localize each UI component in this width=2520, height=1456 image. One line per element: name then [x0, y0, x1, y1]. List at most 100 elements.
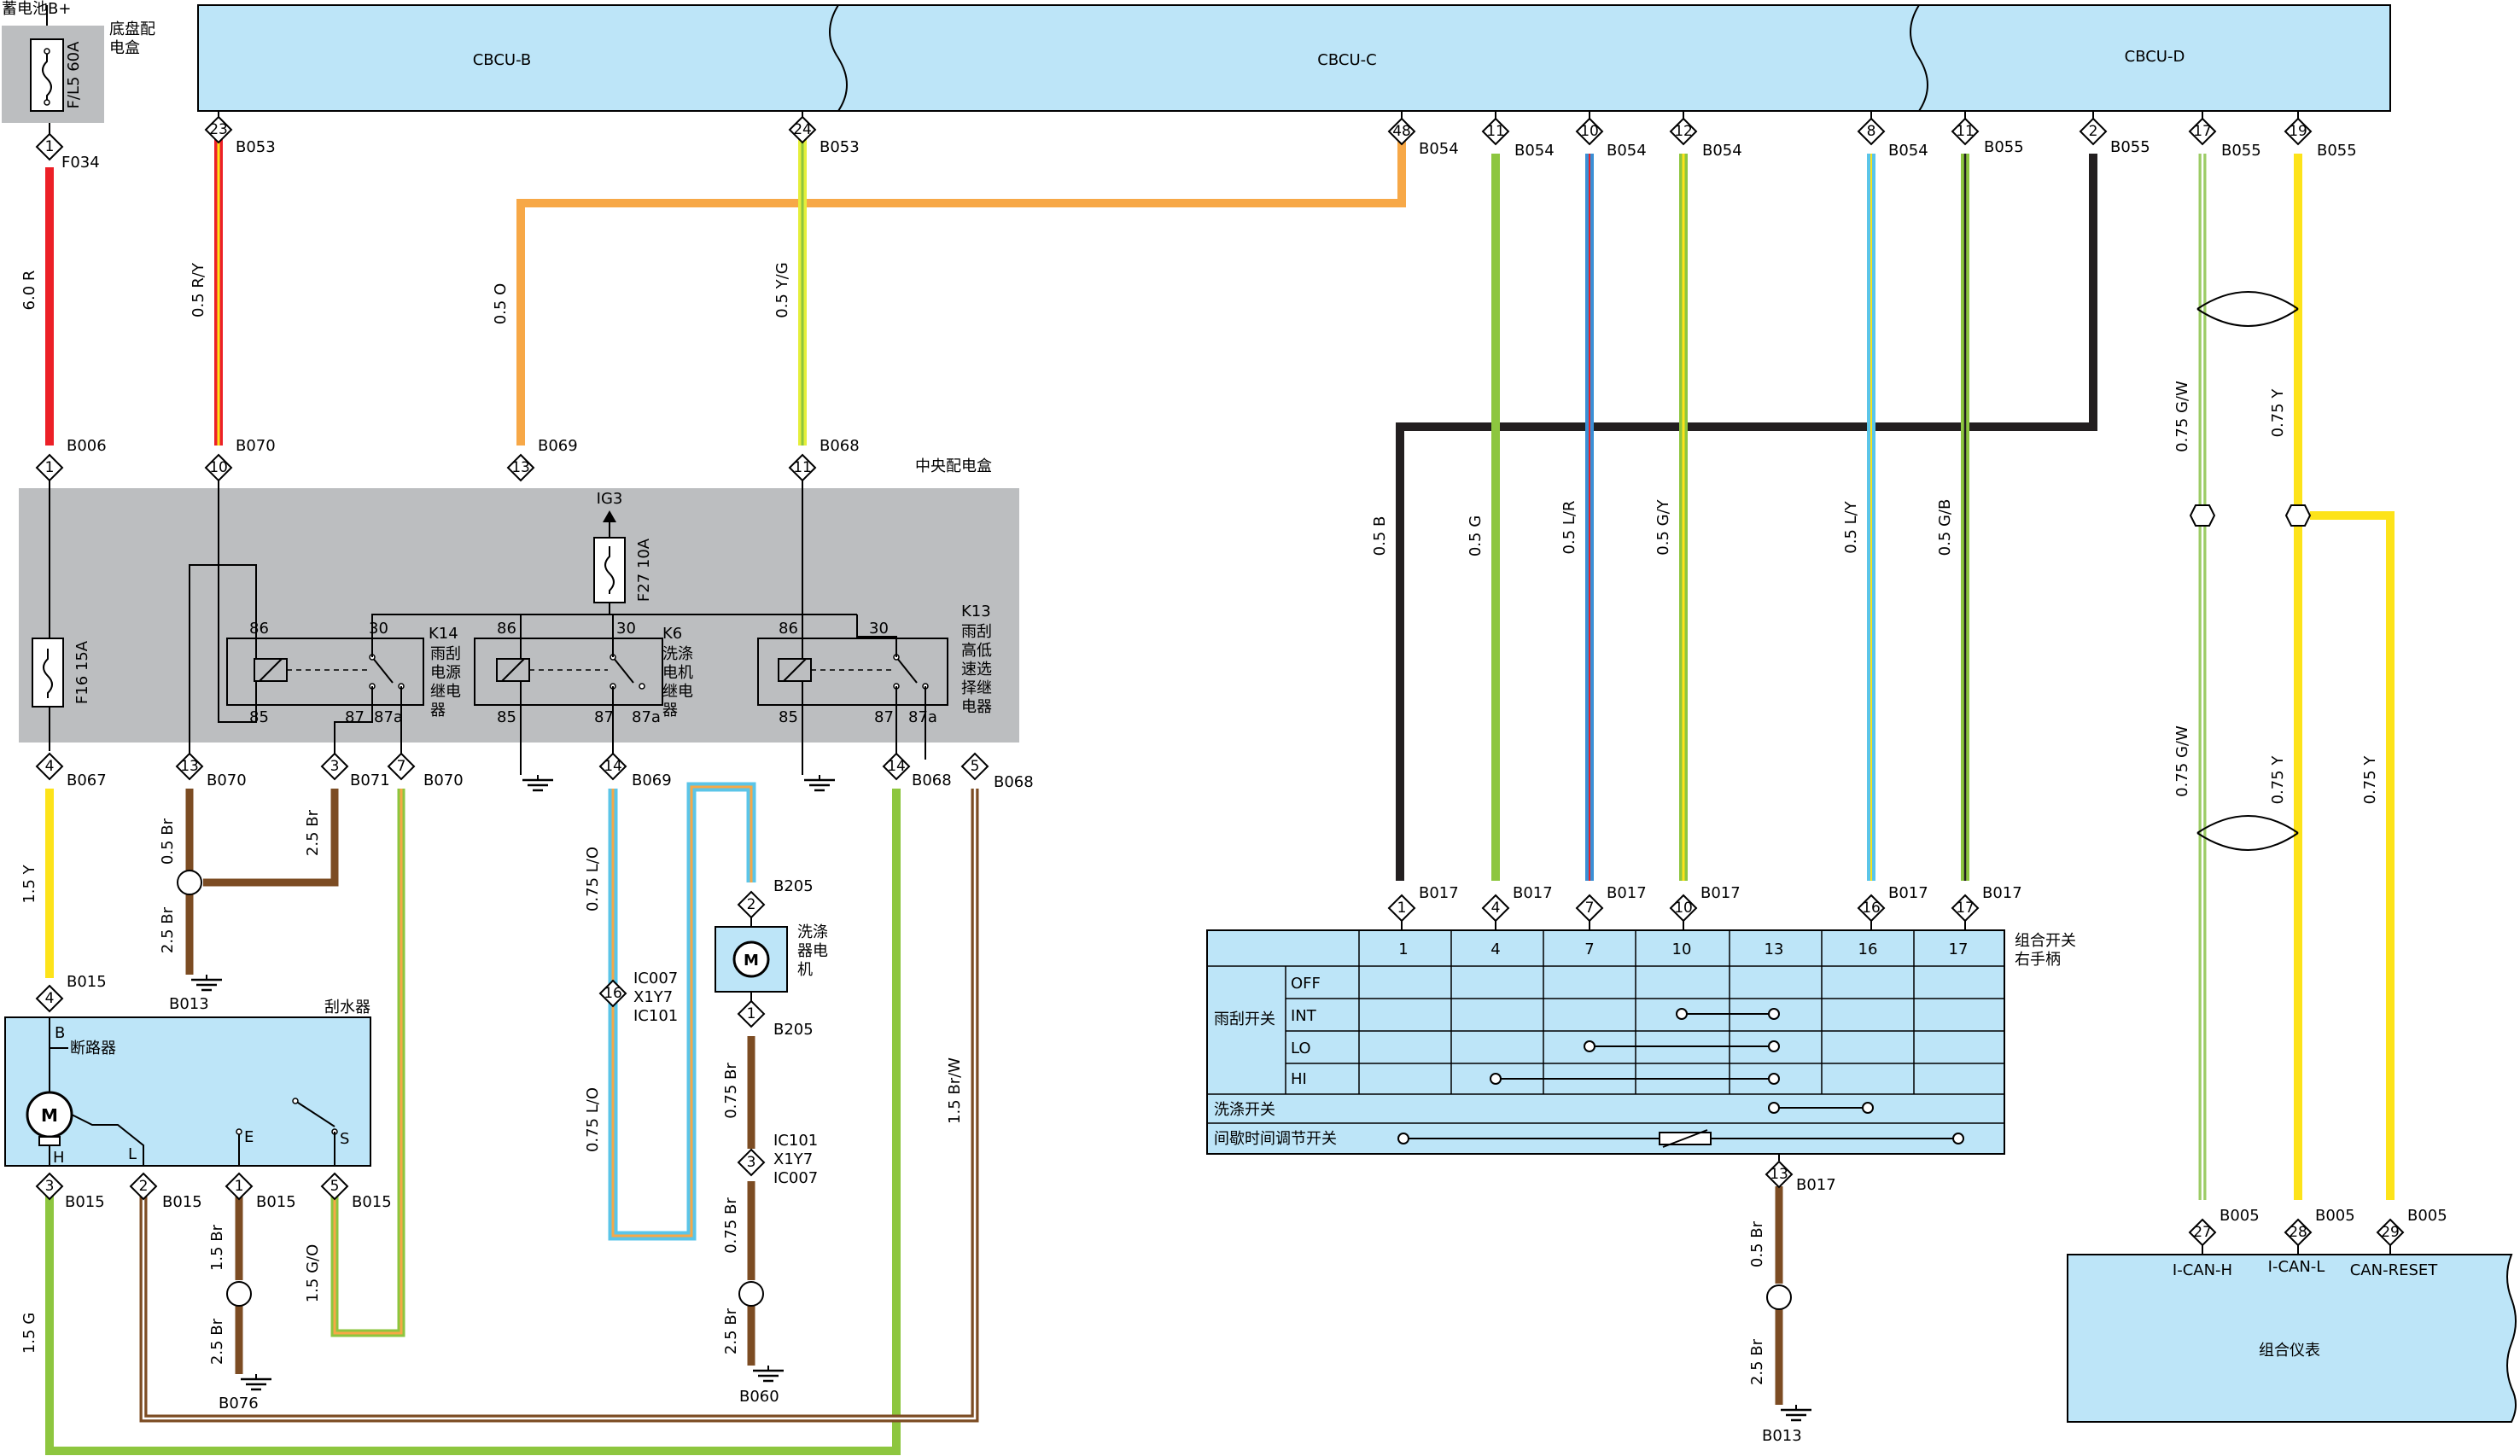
k6-pin-87a: 87a: [632, 708, 661, 726]
pin-2-b205: 2: [747, 896, 756, 913]
wiper-pin-b: B: [55, 1024, 65, 1042]
pin-1-b006: 1: [45, 459, 55, 476]
label-b055-19: B055: [2317, 142, 2357, 160]
wire-label-0.5g: 0.5 G: [1467, 515, 1485, 556]
ground-b013-right: [1779, 1403, 1813, 1422]
label-b055-17: B055: [2221, 142, 2261, 160]
combo-switch-label-2: 右手柄: [2015, 951, 2061, 969]
wiper-pin-h: H: [53, 1149, 65, 1167]
k14-pin-30: 30: [369, 620, 388, 638]
pin-1-b017: 1: [1397, 900, 1407, 917]
pin-29-b005: 29: [2381, 1224, 2400, 1241]
label-b015-5: B015: [352, 1193, 392, 1211]
switch-row-hi: HI: [1291, 1070, 1307, 1088]
wire-0.5b: [1396, 154, 2097, 881]
label-b205-2: B205: [773, 877, 814, 895]
pin-stubs: [218, 111, 2391, 1255]
instrument-cluster: 组合仪表 I-CAN-H I-CAN-L CAN-RESET: [2067, 1254, 2517, 1423]
pin-23-b053: 23: [209, 121, 228, 138]
wire-spec-labels: 6.0 R 1.5 Y 1.5 G 0.5 R/Y 0.5 Br 2.5 Br …: [20, 262, 2379, 1385]
pin-12-b054: 12: [1674, 123, 1693, 140]
combo-switch-label-1: 组合开关: [2015, 932, 2076, 950]
relay-k13: 86 85 30 87 87a K13 雨刮 高低 速选 择继 电器: [757, 603, 992, 743]
k13-label: K13: [961, 603, 991, 620]
pin-17-b055: 17: [2193, 123, 2212, 140]
pin-19-b055: 19: [2289, 123, 2307, 140]
k6-desc-2: 电机: [662, 664, 693, 682]
pin-11-b068: 11: [793, 459, 812, 476]
k14-pin-87: 87: [345, 708, 365, 726]
pin-10-b070: 10: [209, 459, 228, 476]
switch-col-10: 10: [1672, 941, 1692, 958]
k14-desc-3: 继电: [430, 683, 461, 701]
pin-4-b067: 4: [45, 758, 55, 775]
wire-label-0.5gy: 0.5 G/Y: [1654, 498, 1672, 555]
wire-label-1.5go: 1.5 G/O: [304, 1244, 322, 1303]
ground-k13-85: [802, 773, 837, 792]
breaker-label: 断路器: [70, 1040, 116, 1057]
label-b015-1: B015: [256, 1193, 296, 1211]
pin-17-b017: 17: [1956, 900, 1975, 917]
relay-k6: 86 85 30 87 87a K6 洗涤 电机 继电 器: [474, 614, 693, 743]
wiper-motor-m: M: [41, 1105, 58, 1126]
label-b068-5: B068: [994, 773, 1034, 791]
ground-b013-left: [190, 973, 224, 992]
label-b006: B006: [67, 437, 107, 455]
k13-desc-5: 电器: [961, 698, 992, 716]
ground-k6-85: [521, 773, 555, 792]
wire-label-0.75y-reset: 0.75 Y: [2361, 755, 2379, 805]
label-f034: F034: [61, 154, 100, 172]
pin-3-x1y7: 3: [747, 1154, 756, 1171]
switch-row-int: INT: [1291, 1007, 1317, 1025]
washer-switch-label: 洗涤开关: [1214, 1101, 1275, 1119]
label-b017-10: B017: [1700, 884, 1741, 902]
label-b005-28: B005: [2315, 1207, 2355, 1225]
ground-b076: [239, 1372, 273, 1391]
wire-label-2.5br-switch: 2.5 Br: [1748, 1338, 1766, 1385]
cbcu-c-label: CBCU-C: [1317, 51, 1376, 69]
wire-label-2.5br-b071: 2.5 Br: [304, 809, 322, 856]
k14-desc-4: 器: [430, 702, 446, 719]
label-b017-13: B017: [1796, 1176, 1836, 1194]
k13-desc-1: 雨刮: [961, 623, 992, 641]
label-b070-7: B070: [423, 772, 464, 789]
pin-24-b053: 24: [793, 121, 812, 138]
cbcu-d-label: CBCU-D: [2125, 48, 2185, 66]
pin-4-b017: 4: [1491, 900, 1501, 917]
pin-10-b054: 10: [1580, 123, 1599, 140]
k13-desc-4: 择继: [961, 679, 992, 697]
label-ic101-top: IC101: [633, 1007, 678, 1025]
pin-11-b054: 11: [1486, 123, 1505, 140]
pin-16-x1y7: 16: [604, 985, 622, 1002]
washer-motor-m: M: [744, 952, 759, 970]
label-b005-27: B005: [2220, 1207, 2260, 1225]
wire-label-0.5lr: 0.5 L/R: [1560, 501, 1578, 555]
switch-col-1: 1: [1398, 941, 1408, 958]
label-b054-10: B054: [1607, 142, 1647, 160]
k13-desc-2: 高低: [961, 642, 992, 660]
label-b076: B076: [219, 1395, 259, 1412]
k14-desc-1: 雨刮: [430, 645, 461, 663]
k6-label: K6: [662, 625, 682, 643]
label-x1y7-bot: X1Y7: [773, 1150, 813, 1168]
wire-label-2.5br-wiper: 2.5 Br: [208, 1318, 226, 1365]
interval-switch-label: 间歇时间调节开关: [1214, 1130, 1337, 1148]
wire-label-1.5br: 1.5 Br: [208, 1224, 226, 1271]
k13-pin-87: 87: [874, 708, 894, 726]
k14-pin-87a: 87a: [374, 708, 403, 726]
wire-label-0.75y-top: 0.75 Y: [2269, 388, 2287, 438]
pin-10-b017: 10: [1674, 900, 1693, 917]
pin-27-b005: 27: [2193, 1224, 2212, 1241]
label-b013-left: B013: [169, 995, 209, 1013]
cbcu-b-label: CBCU-B: [473, 51, 532, 69]
wiper-switch-label: 雨刮开关: [1214, 1010, 1275, 1028]
k6-desc-1: 洗涤: [662, 645, 693, 663]
k13-pin-86: 86: [779, 620, 798, 638]
connector-code-labels: F034 B006 B067 B015 B015 B015 B015 B015 …: [61, 138, 2447, 1445]
wire-label-2.5br-gnd: 2.5 Br: [159, 906, 177, 953]
wire-label-0.75lo-top: 0.75 L/O: [584, 847, 602, 911]
cluster-label: 组合仪表: [2259, 1342, 2320, 1360]
label-ic101-bot: IC101: [773, 1132, 818, 1150]
k14-pin-86: 86: [249, 620, 269, 638]
central-distribution-box: 中央配电盒 F16 15A IG3 F27 10A 86 85: [19, 457, 1019, 775]
